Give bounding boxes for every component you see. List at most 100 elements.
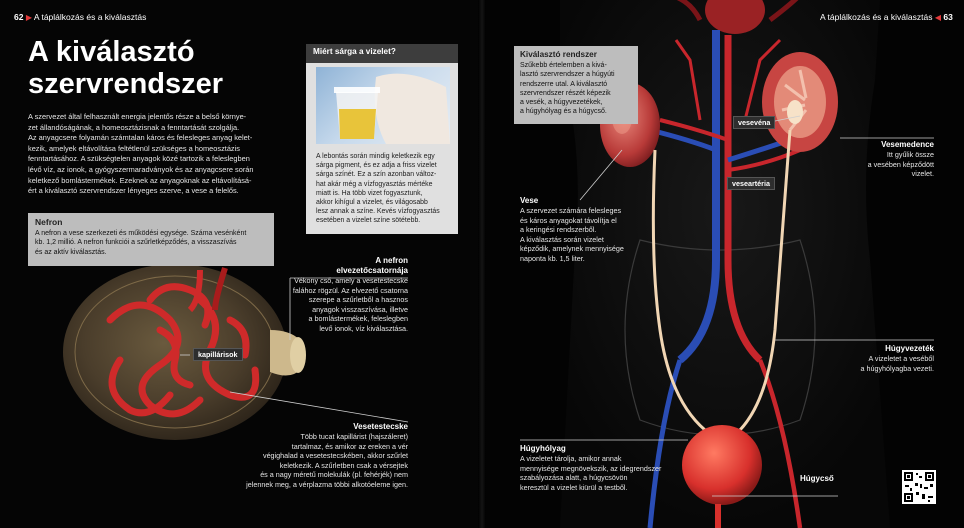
kidney-line: A kiválasztás során vizelet bbox=[520, 234, 604, 244]
corpuscle-line: végighalad a vesetestecskében, akkor szű… bbox=[262, 451, 408, 460]
kidney-label: Vese A szervezet számára felesleges és k… bbox=[520, 196, 650, 263]
nefron-line: kb. 1,2 millió. A nefron funkciói a szűr… bbox=[35, 239, 237, 247]
page-title: A kiválasztó szervrendszer bbox=[28, 36, 223, 100]
ureters bbox=[651, 129, 792, 432]
pelvis-line: a vesében képződött bbox=[867, 159, 934, 169]
bladder-line: szabályozása alatt, a húgycsövön bbox=[520, 473, 628, 482]
ureter-heading: Húgyvezeték bbox=[885, 344, 934, 353]
why-yellow-line: A lebontás során mindig keletkezik egy bbox=[316, 153, 435, 160]
corpuscle-heading: Vesetestecske bbox=[353, 422, 408, 431]
renal-artery-tag: veseartéria bbox=[727, 177, 775, 190]
triangle-right-icon: ▶ bbox=[25, 13, 32, 22]
left-section-title: A táplálkozás és a kiválasztás bbox=[33, 12, 147, 22]
why-yellow-line: miatt is. Ha több vizet fogyasztunk, bbox=[316, 189, 423, 197]
system-line: a vesék, a húgyvezetékek, bbox=[520, 99, 603, 107]
pelvis-line: Itt gyűlik össze bbox=[886, 150, 934, 159]
why-yellow-line: hat akár még a vízfogyasztás mértéke bbox=[316, 180, 433, 188]
nephron-duct-heading: A nefron bbox=[375, 256, 408, 265]
corpuscle-line: tartalmaz, és amikor az ereken a vér bbox=[291, 441, 408, 451]
corpuscle-line: jelennek meg, a vérplazma többi alkotóel… bbox=[246, 479, 408, 489]
nefron-line: és az aktív kiválasztás. bbox=[35, 248, 107, 256]
intro-line: fenntartásához. A szükségtelen anyagok k… bbox=[28, 154, 250, 164]
nephron-leader-lines bbox=[180, 277, 409, 423]
corpuscle-label: Vesetestecske Több tucat kapillárist (ha… bbox=[218, 422, 408, 489]
kidney-heading: Vese bbox=[520, 196, 539, 205]
right-page-number: 63 bbox=[943, 12, 953, 22]
kidney-line: képződik, amelynek mennyisége bbox=[520, 244, 624, 253]
intro-paragraph: A szervezet által felhasznált energia je… bbox=[28, 112, 290, 197]
ureter-line: a húgyhólyagba vezeti. bbox=[860, 363, 934, 373]
triangle-left-icon: ◀ bbox=[934, 13, 941, 22]
pelvis-label: Vesemedence Itt gyűlik össze a vesében k… bbox=[836, 140, 934, 179]
left-page-number: 62 bbox=[14, 12, 24, 22]
bladder-line: mennyisége megnövekszik, az idegrendszer bbox=[520, 463, 662, 473]
bladder-heading: Húgyhólyag bbox=[520, 444, 566, 453]
heart-illustration bbox=[676, 0, 799, 34]
intro-line: lévő víz, az ionok, a gyógyszermaradvány… bbox=[28, 164, 254, 174]
why-yellow-box: Miért sárga a vizelet? A lebontás során … bbox=[306, 44, 458, 234]
why-yellow-line: sárga színét. Ez a szín azonban változ- bbox=[316, 171, 437, 179]
renal-vein-tag: vesevéna bbox=[733, 116, 776, 129]
corpuscle-line: keletkezik. A szűrletben csak a vérsejte… bbox=[279, 460, 408, 470]
qr-code-icon[interactable] bbox=[902, 470, 936, 504]
page-spine bbox=[478, 0, 486, 528]
nephron-duct-line: Vékony cső, amely a vesetestecske bbox=[294, 276, 408, 285]
intro-line: A szervezet által felhasznált energia je… bbox=[28, 112, 247, 121]
left-page-header: 62 ▶ A táplálkozás és a kiválasztás bbox=[14, 12, 146, 22]
kidney-line: naponta kb. 1,5 liter. bbox=[520, 253, 585, 263]
why-yellow-line: akkor kihígul a vizelet, és világosabb bbox=[316, 199, 428, 207]
intro-line: keletkező bomlástermékek. Ezeknek az any… bbox=[28, 175, 252, 185]
page-title-line-1: A kiválasztó bbox=[28, 36, 195, 68]
system-line: szervrendszer részét képezik bbox=[520, 89, 611, 97]
why-yellow-line: lesz annak a színe. Kevés vízfogyasztás bbox=[316, 208, 440, 216]
nefron-line: A nefron a vese szerkezeti és működési e… bbox=[35, 230, 247, 237]
capillaries-tag: kapillárisok bbox=[193, 348, 243, 361]
nephron-duct-heading: elvezetőcsatornája bbox=[336, 266, 408, 275]
nefron-info-box: Nefron A nefron a vese szerkezeti és műk… bbox=[28, 213, 274, 266]
why-yellow-text: A lebontás során mindig keletkezik egy s… bbox=[316, 152, 454, 226]
nephron-duct-line: a bomlástermékek, feleslegben bbox=[308, 314, 408, 323]
intro-line: ért a kiválasztó szervrendszer lényeges … bbox=[28, 186, 239, 196]
nefron-heading: Nefron bbox=[35, 217, 63, 227]
nephron-duct-line: szerepe a szűrletből a hasznos bbox=[308, 295, 408, 304]
right-kidney-cross-section bbox=[762, 52, 838, 152]
page-title-line-2: szervrendszer bbox=[28, 68, 224, 100]
right-page-header: A táplálkozás és a kiválasztás ◀ 63 bbox=[820, 12, 953, 22]
system-heading: Kiválasztó rendszer bbox=[520, 50, 597, 59]
bladder-line: A vizeletet tárolja, amikor annak bbox=[520, 454, 622, 463]
kidney-line: a keringési rendszerből. bbox=[520, 225, 597, 234]
system-line: Szűkebb értelemben a kivá- bbox=[520, 62, 607, 69]
kidney-line: A szervezet számára felesleges bbox=[520, 206, 622, 215]
kidney-line: és káros anyagokat távolítja el bbox=[520, 215, 617, 225]
nephron-illustration bbox=[63, 264, 306, 440]
nephron-duct-line: levő ionok, víz kiválasztása. bbox=[319, 323, 408, 333]
why-yellow-line: esetében a vizelet színe sötétebb. bbox=[316, 217, 421, 225]
why-yellow-heading: Miért sárga a vizelet? bbox=[306, 44, 458, 63]
intro-line: zet állandóságának, a homeosztázisnak a … bbox=[28, 122, 240, 132]
system-line: lasztó szervrendszer a húgyúti bbox=[520, 71, 615, 79]
pelvis-heading: Vesemedence bbox=[881, 140, 934, 149]
urethra-heading: Húgycső bbox=[800, 474, 834, 483]
urine-sample-photo bbox=[316, 67, 450, 144]
urethra-label: Húgycső bbox=[800, 474, 834, 484]
ureter-line: A vizeletet a veséből bbox=[868, 354, 934, 363]
why-yellow-line: sárga pigment, és ez adja a friss vizele… bbox=[316, 162, 437, 170]
system-info-box: Kiválasztó rendszer Szűkebb értelemben a… bbox=[514, 46, 638, 124]
nephron-duct-line: anyagok visszaszívása, illetve bbox=[312, 304, 408, 314]
bladder bbox=[682, 425, 762, 528]
right-section-title: A táplálkozás és a kiválasztás bbox=[820, 12, 933, 22]
leader-lines bbox=[520, 115, 934, 497]
nephron-duct-line: falához rögzül. Az elvezető csatorna bbox=[292, 285, 408, 295]
intro-line: Az anyagcsere folyamán számtalan káros é… bbox=[28, 133, 253, 143]
bladder-line: keresztül a vizelet kiürül a testből. bbox=[520, 482, 628, 492]
ureter-label: Húgyvezeték A vizeletet a veséből a húgy… bbox=[834, 344, 934, 373]
corpuscle-line: Több tucat kapillárist (hajszáleret) bbox=[300, 432, 408, 441]
nephron-duct-label: A nefron elvezetőcsatornája Vékony cső, … bbox=[270, 256, 408, 333]
bladder-label: Húgyhólyag A vizeletet tárolja, amikor a… bbox=[520, 444, 690, 492]
system-line: rendszerre utal. A kiválasztó bbox=[520, 80, 608, 88]
intro-line: kezik, amelyek eltávolítása feltétlenül … bbox=[28, 143, 240, 153]
pelvis-line: vizelet. bbox=[911, 169, 934, 178]
system-line: a húgyhólyag és a húgycső. bbox=[520, 108, 607, 116]
corpuscle-line: és a nagy méretű molekulák (pl. fehérjék… bbox=[260, 470, 408, 479]
